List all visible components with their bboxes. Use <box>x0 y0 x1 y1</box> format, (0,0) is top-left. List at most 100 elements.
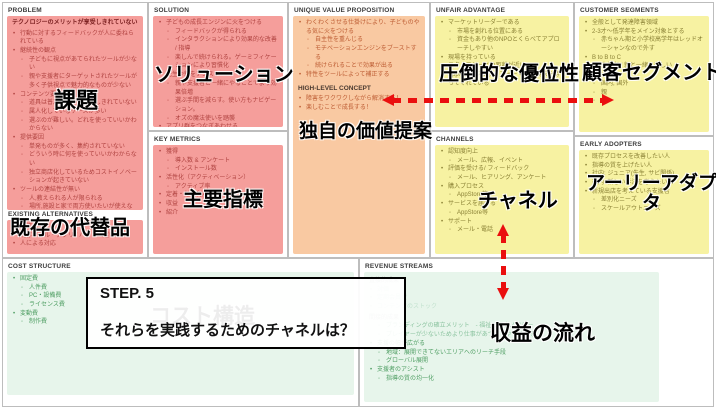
early-adopters-block[interactable]: 既存プロセスを改善したい人指導の質を上げたい人社内: ジュニア(先生, サビ関係… <box>579 150 709 254</box>
key-metrics-header: KEY METRICS <box>154 136 201 143</box>
uvp-cell: UNIQUE VALUE PROPOSITION わくわくさせる仕掛けにより、子… <box>288 2 430 258</box>
list-item: コンテンツ要因 <box>12 91 138 100</box>
channels-block[interactable]: 認知度向上メール、広報、イベント評価を受ける/ フィードバックメール、ヒアリング… <box>435 145 569 254</box>
list-item: 直接的成果 <box>369 277 654 286</box>
solution-cell: SOLUTION 子どもの成長エンジンに火をつけるフィードバックが得られるインタ… <box>148 2 288 131</box>
existing-alternatives-block[interactable]: 紙媒体既存ツール・アプリ / ハード（遅い）人による対応 <box>7 219 143 254</box>
uvp-block[interactable]: わくわくさせる仕掛けにより、子どものやる気に火をつける自主性を重んじるモチベーシ… <box>293 16 425 254</box>
customer-segments-block[interactable]: 全般として発達障害領域2-3才〜低学年をメイン対象とする赤ちゃん期と小学校高学年… <box>579 16 709 132</box>
key-metrics-list: 獲得導入数 & アンケートインストール数活性化（アクティベーション）アクティブ率… <box>158 148 278 218</box>
list-item: 定期会員費 <box>369 294 654 303</box>
list-item: AppStore等 <box>449 209 564 218</box>
list-item: メール、ヒアリング、アンケート <box>449 174 564 183</box>
list-item: 単発ものが多く、集約されていない <box>21 143 138 152</box>
list-item: 制作費 <box>21 318 349 327</box>
list-item: 特性をツールによって補正する <box>298 71 420 80</box>
list-item: 赤ちゃん期と小学校高学年はレッドオーシャンなので外す <box>593 36 704 53</box>
customer-segments-label: 顧客セグメント <box>582 62 716 84</box>
list-item: 提供要因 <box>12 134 138 143</box>
arrow-shaft <box>392 98 604 103</box>
arrow-bottom-head-icon <box>497 288 509 300</box>
list-item: サービスを届ける <box>440 200 564 209</box>
list-item: どういう時に何を使っていいかわからない <box>21 151 138 168</box>
list-item: B to C <box>584 71 704 80</box>
list-item: 既存プロセスを改善したい人 <box>584 153 704 162</box>
step-question: それらを実践するためのチャネルは？ <box>100 322 355 339</box>
list-item: 独立商店化しているためコストイノベーションが起きていない <box>21 169 138 186</box>
early-adopters-header: EARLY ADOPTERS <box>580 141 642 148</box>
customer-segments-cell: CUSTOMER SEGMENTS 全般として発達障害領域2-3才〜低学年をメイ… <box>574 2 714 136</box>
problem-cell: PROBLEM テクノロジーのメリットが享受しきれていない 行動に対するフィード… <box>2 2 148 258</box>
list-item: 行動に対するフィードバックが人に委ねられている <box>12 30 138 47</box>
channels-list: 認知度向上メール、広報、イベント評価を受ける/ フィードバックメール、ヒアリング… <box>440 148 564 235</box>
list-item: AppStore等 <box>449 191 564 200</box>
key-metrics-block[interactable]: 獲得導入数 & アンケートインストール数活性化（アクティベーション）アクティブ率… <box>153 145 283 254</box>
list-item: ライセンス費 <box>21 301 349 310</box>
list-item: 自主性を重んじる <box>307 36 420 45</box>
solution-header: SOLUTION <box>154 7 190 14</box>
list-item: メール・電話 <box>449 226 564 235</box>
list-item: 変動費 <box>12 310 349 319</box>
list-item: 固定費 <box>12 275 349 284</box>
list-item: 継続性の観点 <box>12 47 138 56</box>
step-annotation-box[interactable]: STEP. 5 それらを実践するためのチャネルは？ <box>86 277 406 349</box>
list-item: 2-3才〜低学年をメイン対象とする <box>584 28 704 37</box>
list-item: 親や支援者と一緒にやることでより効果倍増 <box>167 80 278 97</box>
high-level-concept-header: HIGH-LEVEL CONCEPT <box>298 84 371 92</box>
unfair-advantage-label: 圧倒的な優位性 <box>439 63 579 85</box>
solution-block[interactable]: 子どもの成長エンジンに火をつけるフィードバックが得られるインタラクションにより効… <box>153 16 283 127</box>
list-item: 障害をワクワクしながら解消する！ <box>298 95 420 104</box>
arrow-left-head-icon <box>382 94 394 106</box>
list-item: 先生や親をアシスト <box>158 71 278 80</box>
list-item: 親 <box>593 89 704 98</box>
unfair-advantage-cell: UNFAIR ADVANTAGE マーケットリーダーである市場を創れる位置にある… <box>430 2 574 131</box>
existing-alternatives-header: EXISTING ALTERNATIVES <box>8 210 93 218</box>
uvp-header: UNIQUE VALUE PROPOSITION <box>294 7 395 14</box>
list-item: 指導の質を上げたい人 <box>584 162 704 171</box>
arrow-top-head-icon <box>497 224 509 236</box>
early-adopters-cell: EARLY ADOPTERS 既存プロセスを改善したい人指導の質を上げたい人社内… <box>574 136 714 258</box>
list-item: 資金もあり他のNPOとくらべてアプローチしやすい <box>449 36 564 53</box>
list-item: 社内: ジュニア(先生, サビ関係) <box>584 170 704 179</box>
early-adopters-label: アーリーアダプタ <box>585 173 716 214</box>
list-item: 活性化（アクティベーション） <box>158 174 278 183</box>
problem-lead: テクノロジーのメリットが享受しきれていない <box>12 20 138 26</box>
unfair-advantage-header: UNFAIR ADVANTAGE <box>436 7 506 14</box>
problem-list: 行動に対するフィードバックが人に委ねられている継続性の観点子どもに視点があてられ… <box>12 30 138 210</box>
list-item: 社内: 新しい手法を考えたい人 <box>584 179 704 188</box>
list-item: 親や支援者にターゲットされたツールが多く子供視点で魅力的なものが少ない <box>21 73 138 90</box>
list-item: わくわくさせる仕掛けにより、子どものやる気に火をつける <box>298 19 420 36</box>
uvp-label: 独自の価値提案 <box>299 121 433 142</box>
list-item: 定着・継続利用率 <box>158 191 278 200</box>
problem-block[interactable]: テクノロジーのメリットが享受しきれていない 行動に対するフィードバックが人に委ね… <box>7 16 143 210</box>
list-item: 人による対応 <box>12 240 138 249</box>
list-item: 楽しんで続けられる。ゲーミフィケーションにより習慣化 <box>167 54 278 71</box>
revenue-streams-header: REVENUE STREAMS <box>365 263 434 270</box>
list-item: アプリ群をつなぎあわせる <box>158 123 278 127</box>
list-item: 対価 <box>369 286 654 295</box>
list-item: サポート <box>440 218 564 227</box>
channels-header: CHANNELS <box>436 136 474 143</box>
list-item: アクティブ率 <box>167 183 278 192</box>
key-metrics-cell: KEY METRICS 獲得導入数 & アンケートインストール数活性化（アクティ… <box>148 131 288 258</box>
list-item: インストール数 <box>167 165 278 174</box>
list-item: 既存ツール・アプリ / ハード（遅い） <box>12 232 138 241</box>
unfair-advantage-block[interactable]: マーケットリーダーである市場を創れる位置にある資金もあり他のNPOとくらべてアプ… <box>435 16 569 127</box>
customer-segments-header: CUSTOMER SEGMENTS <box>580 7 659 14</box>
list-item: インタラクションにより効果的な改善 / 指導 <box>167 36 278 53</box>
list-item: フィードバックが得られる <box>167 28 278 37</box>
channels-label: チャネル <box>478 190 558 212</box>
list-item: 市場を創れる位置にある <box>449 28 564 37</box>
list-item: グローバル展開 <box>378 357 654 366</box>
list-item: コンテンツのストック <box>369 303 654 312</box>
cost-structure-header: COST STRUCTURE <box>8 263 71 270</box>
list-item: 続けられることで効果が出る <box>307 62 420 71</box>
list-item: 選ぶのが難しい。どれを使っていいかわからない <box>21 117 138 134</box>
list-item: オズの魔法使いを踏襲 <box>167 115 278 124</box>
list-item: メール、広報、イベント <box>449 157 564 166</box>
list-item: 購入プロセス <box>440 183 564 192</box>
list-item: 支援者のアシスト <box>369 366 654 375</box>
list-item: 人,教えられる人が限られる <box>21 195 138 204</box>
list-item: 現場を持っている <box>440 54 564 63</box>
